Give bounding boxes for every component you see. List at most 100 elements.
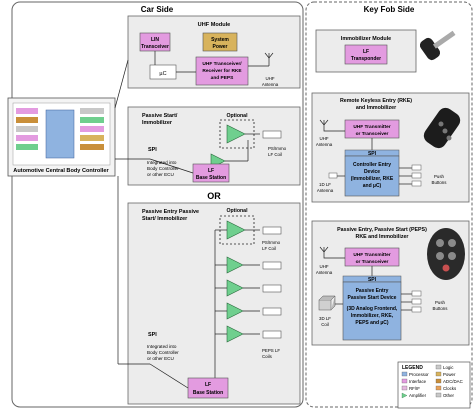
- svg-text:Optional: Optional: [226, 113, 248, 119]
- svg-text:Immobilizer, RKE,: Immobilizer, RKE,: [351, 313, 394, 319]
- svg-text:Integrated into: Integrated into: [147, 160, 177, 165]
- svg-text:Body Controller: Body Controller: [147, 166, 179, 171]
- peps-fob-module: Passive Entry, Passive Start (PEPS) RKE …: [311, 220, 470, 346]
- uhf-module: UHF Module LIN Transceiver System Power …: [114, 15, 301, 109]
- svg-text:or other ECU: or other ECU: [147, 172, 174, 177]
- svg-text:Immobilizer: Immobilizer: [142, 120, 173, 126]
- smart-key-fob-icon: [427, 228, 465, 280]
- legend-swatch-rf-if: [401, 385, 408, 391]
- car-side-title: Car Side: [141, 5, 174, 14]
- legend-swatch-other: [435, 392, 442, 398]
- push-button-1-icon: [411, 164, 422, 171]
- ps-lf-coil-icon: [262, 130, 282, 139]
- svg-text:Device: Device: [364, 169, 380, 175]
- svg-text:or Transceiver: or Transceiver: [356, 259, 389, 265]
- svg-text:UHF Transmitter: UHF Transmitter: [353, 124, 390, 130]
- uhf-transceiver-block: [195, 56, 249, 86]
- key-fob-side-title: Key Fob Side: [364, 5, 415, 14]
- svg-text:UHF: UHF: [319, 264, 328, 269]
- svg-text:Buttons: Buttons: [433, 306, 449, 311]
- svg-text:RKE and Immobilizer: RKE and Immobilizer: [356, 234, 409, 240]
- immobilizer-module: Immobilizer Module LF Transponder: [315, 29, 456, 73]
- svg-text:System: System: [211, 37, 229, 43]
- svg-text:Power: Power: [443, 372, 456, 377]
- svg-text:Start/ Immobilizer: Start/ Immobilizer: [142, 216, 188, 222]
- svg-text:PEPS and µC): PEPS and µC): [355, 320, 388, 326]
- svg-text:Remote Keyless Entry (RKE): Remote Keyless Entry (RKE): [340, 98, 412, 104]
- svg-text:Antenna: Antenna: [316, 270, 333, 275]
- 3d-lf-coil-icon: [318, 295, 336, 311]
- push-button-3-icon: [411, 180, 422, 187]
- svg-text:Integrated into: Integrated into: [147, 344, 177, 349]
- svg-text:µC: µC: [159, 71, 166, 77]
- svg-text:Passive Entry: Passive Entry: [356, 288, 389, 294]
- svg-text:Power: Power: [212, 44, 227, 50]
- peps-push-button-3-icon: [411, 306, 422, 313]
- ps-amplifier-icon: [226, 124, 246, 144]
- svg-text:UHF: UHF: [319, 136, 328, 141]
- peps-car-panel: [127, 202, 301, 405]
- svg-text:and µC): and µC): [363, 183, 382, 189]
- svg-text:PS/Immo: PS/Immo: [262, 240, 281, 245]
- svg-text:LEGEND: LEGEND: [402, 365, 423, 371]
- svg-text:Interface: Interface: [409, 379, 427, 384]
- peps-coil-1-icon: [262, 226, 282, 235]
- svg-text:UHF Transceiver/: UHF Transceiver/: [202, 61, 242, 67]
- svg-text:SPI: SPI: [148, 147, 157, 153]
- peps-coil-2-icon: [262, 261, 282, 270]
- peps-coil-4-icon: [262, 307, 282, 316]
- svg-text:Passive Start/: Passive Start/: [142, 113, 178, 119]
- ecu-processor-block: [45, 109, 75, 159]
- legend-swatch-adc-dac: [435, 378, 442, 384]
- svg-text:Transceiver: Transceiver: [141, 44, 169, 50]
- peps-coil-5-icon: [262, 330, 282, 339]
- svg-text:3D LF: 3D LF: [319, 316, 331, 321]
- svg-text:(Immobilizer, RKE: (Immobilizer, RKE: [351, 176, 394, 182]
- legend-swatch-power: [435, 371, 442, 377]
- svg-text:Immobilizer Module: Immobilizer Module: [341, 36, 391, 42]
- svg-text:1D LF: 1D LF: [319, 182, 331, 187]
- svg-text:SPI: SPI: [368, 277, 377, 283]
- peps-push-button-1-icon: [411, 290, 422, 297]
- svg-text:Logic: Logic: [443, 365, 454, 370]
- peps-coil-3-icon: [262, 284, 282, 293]
- svg-text:PEPS LF: PEPS LF: [262, 348, 280, 353]
- rke-uhf-antenna-icon: [319, 119, 345, 132]
- svg-text:Push: Push: [435, 300, 446, 305]
- svg-text:UHF: UHF: [265, 76, 274, 81]
- svg-text:Other: Other: [443, 393, 455, 398]
- lf-transponder-block: [344, 44, 388, 65]
- controller-entry-device-block: [344, 155, 400, 197]
- svg-text:ADC/DAC: ADC/DAC: [443, 379, 463, 384]
- svg-text:Passive Entry, Passive Start (: Passive Entry, Passive Start (PEPS): [337, 227, 427, 233]
- svg-text:Coil: Coil: [321, 322, 329, 327]
- svg-text:UHF Transmitter: UHF Transmitter: [353, 252, 390, 258]
- svg-text:Transponder: Transponder: [351, 56, 381, 62]
- svg-text:LF Coil: LF Coil: [262, 246, 276, 251]
- svg-text:RF/IF: RF/IF: [409, 386, 420, 391]
- svg-text:Antenna: Antenna: [317, 188, 334, 193]
- svg-text:Controller Entry: Controller Entry: [353, 162, 391, 168]
- legend-swatch-amplifier: [401, 392, 408, 399]
- svg-text:SPI: SPI: [368, 151, 377, 157]
- passive-start-immobilizer: Passive Start/ Immobilizer Optional LF B…: [115, 106, 301, 186]
- svg-text:Push: Push: [434, 174, 445, 179]
- svg-text:Passive Start Device: Passive Start Device: [348, 295, 397, 301]
- peps-car-side: Passive Entry Passive Start/ Immobilizer…: [117, 176, 301, 405]
- svg-text:SPI: SPI: [148, 332, 157, 338]
- peps-uhf-antenna-icon: [319, 246, 345, 259]
- svg-text:or other ECU: or other ECU: [147, 356, 174, 361]
- svg-text:Antenna: Antenna: [262, 82, 279, 87]
- legend-swatch-logic: [435, 364, 442, 370]
- legend: LEGEND Processor Interface RF/IF Amplifi…: [397, 361, 471, 409]
- svg-text:Body Controller: Body Controller: [147, 350, 179, 355]
- svg-text:Clocks: Clocks: [443, 386, 457, 391]
- rke-lf-antenna-icon: [328, 172, 338, 179]
- uhf-antenna-icon: [264, 52, 274, 59]
- svg-text:Antenna: Antenna: [316, 142, 333, 147]
- svg-text:LF: LF: [363, 49, 369, 55]
- svg-text:PS/Immo: PS/Immo: [268, 146, 287, 151]
- legend-swatch-clocks: [435, 385, 442, 391]
- svg-text:LIN: LIN: [151, 37, 159, 43]
